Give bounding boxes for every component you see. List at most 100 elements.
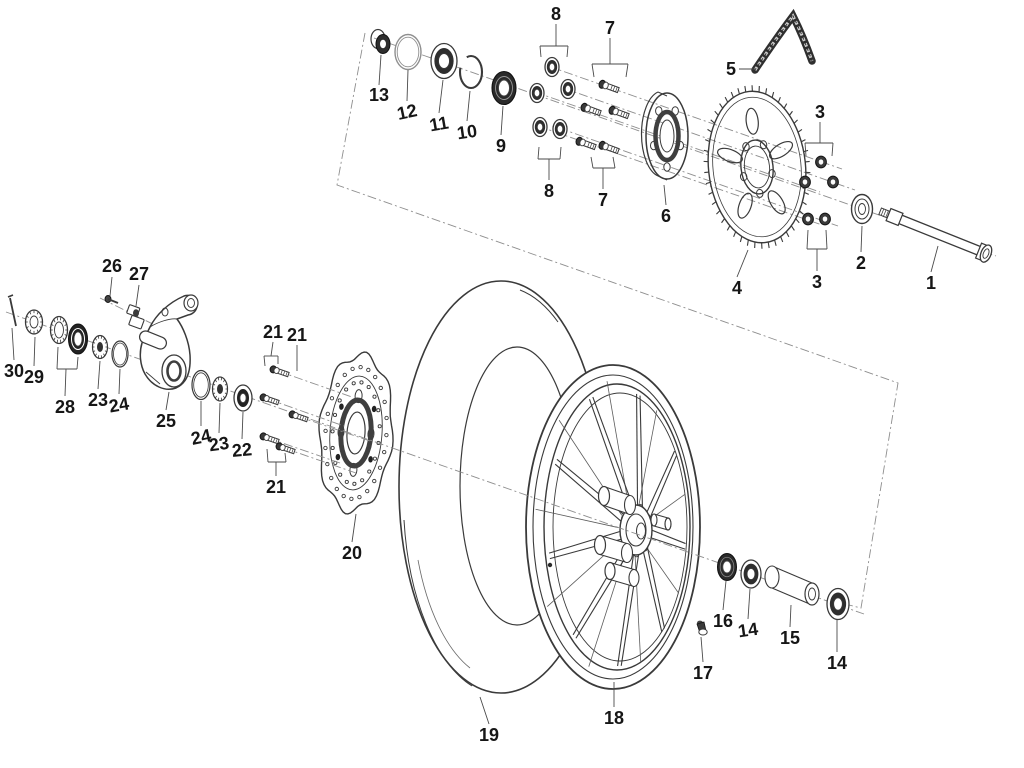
callout-leader [218, 402, 221, 434]
callout-leader [736, 249, 749, 278]
part-number-label: 29 [24, 367, 44, 387]
part-callout-5: 5 [726, 59, 756, 79]
part-callout-8b: 8 [537, 146, 562, 201]
bearing-11 [430, 42, 458, 80]
part-callout-21b: 21 [287, 325, 307, 371]
callout-leader [559, 146, 562, 160]
part-callout-18: 18 [604, 682, 624, 728]
part-number-label: 7 [605, 18, 615, 38]
part-number-label: 21 [287, 325, 307, 345]
flange-nuts-3 [799, 155, 839, 226]
centerlines [5, 32, 997, 615]
axle-nut-13 [370, 28, 391, 54]
part-callout-11: 11 [428, 79, 450, 136]
callout-leader [537, 146, 540, 160]
wheel-hub [593, 485, 672, 588]
callout-leader [612, 156, 616, 169]
callout-leader [241, 411, 244, 440]
cotter-pin-30 [7, 294, 17, 327]
sprocket-bolts-7 [575, 79, 630, 155]
part-number-label: 24 [189, 425, 213, 449]
washer-24-right [191, 369, 211, 401]
callout-leader [539, 45, 542, 58]
part-number-label: 23 [88, 390, 108, 410]
part-callout-29: 29 [24, 336, 44, 387]
callout-leader [118, 368, 121, 395]
part-callout-7b: 7 [590, 156, 616, 210]
part-number-label: 17 [693, 663, 713, 683]
part-number-label: 22 [231, 439, 253, 461]
brake-caliper-bracket-25 [138, 294, 199, 390]
part-number-label: 6 [661, 206, 671, 226]
part-number-label: 12 [395, 100, 419, 124]
part-callout-24a: 24 [107, 368, 131, 417]
part-callout-24b: 24 [189, 401, 213, 449]
part-callout-7a: 7 [591, 18, 629, 78]
circlip-12 [394, 33, 422, 71]
callout-leader [591, 63, 595, 78]
drive-chain-5 [751, 8, 816, 74]
part-number-label: 19 [479, 725, 499, 745]
callout-leader [97, 360, 101, 390]
seal-16 [717, 553, 737, 581]
part-callout-30: 30 [4, 327, 24, 381]
part-number-label: 5 [726, 59, 736, 79]
part-number-label: 14 [827, 653, 847, 673]
part-number-label: 18 [604, 708, 624, 728]
part-number-label: 8 [551, 4, 561, 24]
part-callout-22: 22 [231, 411, 253, 461]
part-number-label: 30 [4, 361, 24, 381]
callout-leader [351, 513, 357, 543]
part-number-label: 10 [456, 121, 479, 144]
part-callout-13: 13 [369, 54, 389, 105]
snap-ring-10 [458, 54, 484, 90]
part-callout-20: 20 [342, 513, 362, 563]
part-callout-27: 27 [129, 264, 149, 307]
spacer-collar-22 [233, 384, 253, 412]
washer-set-28 [49, 315, 88, 355]
rear-sprocket-4 [703, 85, 811, 249]
part-number-label: 11 [428, 112, 450, 135]
callout-leader [930, 245, 939, 273]
adjuster-bolt-26 [104, 295, 119, 304]
callout-leader [500, 105, 504, 136]
part-callout-2: 2 [856, 225, 866, 273]
wheel [525, 364, 701, 690]
callout-leader [466, 90, 471, 122]
part-callout-9: 9 [496, 105, 506, 156]
rear-axle-1 [878, 207, 993, 263]
callout-leader [378, 54, 382, 86]
callout-leader [700, 636, 704, 663]
part-number-label: 20 [342, 543, 362, 563]
callout-leader [438, 79, 444, 114]
part-number-label: 27 [129, 264, 149, 284]
callout-leader [825, 229, 828, 250]
oil-seal-9 [491, 70, 517, 106]
part-number-label: 3 [812, 272, 822, 292]
callout-leader [11, 327, 15, 361]
part-callout-26: 26 [102, 256, 122, 297]
callout-leader [831, 142, 834, 157]
part-callout-28: 28 [55, 346, 79, 417]
callout-leader [747, 588, 751, 620]
part-number-label: 2 [856, 253, 866, 273]
spacer-tube-15 [764, 565, 820, 606]
part-callout-14b: 14 [827, 620, 847, 673]
part-number-label: 16 [713, 611, 733, 631]
bearing-14-left [740, 559, 762, 589]
part-callout-16: 16 [713, 580, 733, 631]
callout-leader [406, 69, 409, 102]
callout-leader [590, 156, 594, 169]
part-callout-21a: 21 [263, 322, 283, 367]
part-callout-8a: 8 [539, 4, 569, 58]
callout-leader [135, 284, 140, 307]
part-callout-25: 25 [156, 391, 176, 431]
part-number-label: 3 [815, 102, 825, 122]
part-callout-10: 10 [456, 90, 479, 144]
part-callout-21c: 21 [266, 448, 287, 497]
part-callout-17: 17 [693, 636, 713, 683]
part-callout-12: 12 [395, 69, 419, 124]
